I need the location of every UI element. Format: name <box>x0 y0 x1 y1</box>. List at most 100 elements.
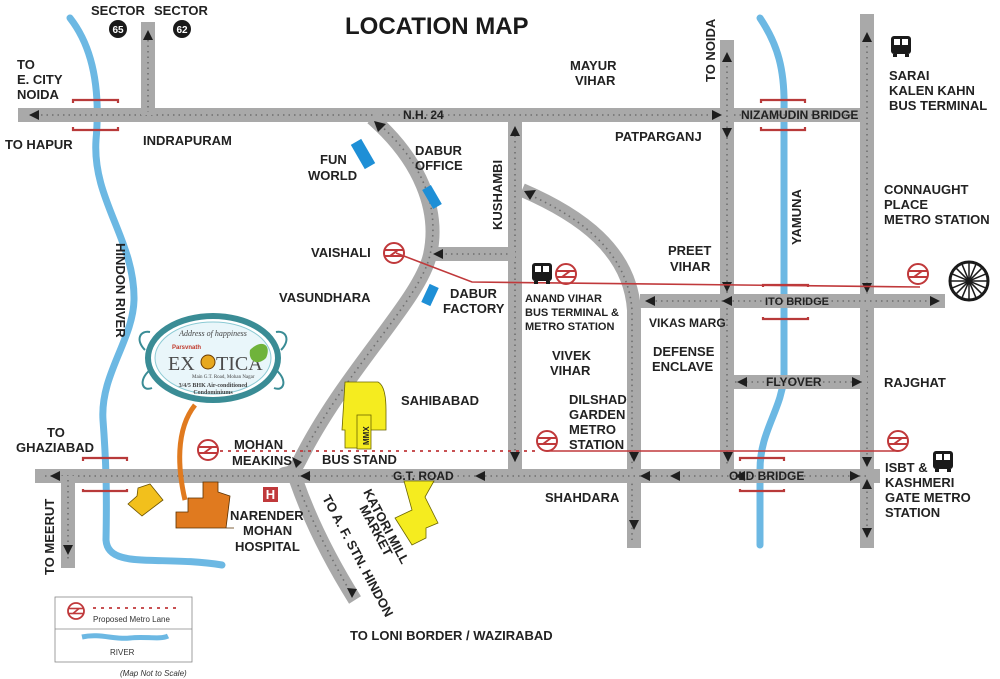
sector-badge-icon <box>109 20 127 38</box>
svg-text:MOHAN: MOHAN <box>243 523 292 538</box>
label-mohan-meakins: MOHAN MEAKINS <box>232 437 292 468</box>
svg-text:ENCLAVE: ENCLAVE <box>652 359 713 374</box>
svg-text:NOIDA: NOIDA <box>17 87 60 102</box>
svg-text:VIVEK: VIVEK <box>552 348 592 363</box>
yamuna-river <box>756 14 788 549</box>
label-mayur-vihar: MAYUR VIHAR <box>570 58 617 88</box>
label-ito-bridge: ITO BRIDGE <box>765 296 829 308</box>
sector-65-badge: SECTOR 65 <box>91 3 146 38</box>
arrow-up-icon <box>374 121 386 132</box>
arrow-down-icon <box>629 520 639 530</box>
label-rajghat: RAJGHAT <box>884 375 946 390</box>
page-title: LOCATION MAP <box>345 13 529 40</box>
svg-text:DEFENSE: DEFENSE <box>653 344 715 359</box>
svg-text:PLACE: PLACE <box>884 197 928 212</box>
svg-text:BUS TERMINAL: BUS TERMINAL <box>889 98 987 113</box>
bus-icon <box>532 263 552 284</box>
arrow-down-icon <box>723 452 733 462</box>
katori-mill-marker <box>394 480 439 546</box>
label-sahibabad: SAHIBABAD <box>401 393 479 408</box>
label-dabur-office: DABUR OFFICE <box>415 143 463 173</box>
arrow-down-icon <box>347 588 357 598</box>
dabur-factory-marker <box>421 283 439 307</box>
svg-text:METRO: METRO <box>569 422 616 437</box>
arrow-right-icon <box>712 110 722 120</box>
legend-metro-label: Proposed Metro Lane <box>93 615 170 624</box>
label-preet-vihar: PREET VIHAR <box>668 243 711 274</box>
svg-text:NARENDER: NARENDER <box>230 508 304 523</box>
svg-text:MAYUR: MAYUR <box>570 58 617 73</box>
svg-text:FUN: FUN <box>320 152 347 167</box>
arrow-left-icon <box>29 110 39 120</box>
svg-text:OFFICE: OFFICE <box>415 158 463 173</box>
dabur-office-marker <box>422 184 442 210</box>
metro-icon <box>383 242 405 264</box>
landmarks <box>127 138 442 546</box>
label-dilshad-garden: DILSHAD GARDEN METRO STATION <box>569 392 627 452</box>
bus-icon <box>891 36 911 57</box>
label-connaught-place: CONNAUGHT PLACE METRO STATION <box>884 182 990 227</box>
arrow-left-icon <box>670 471 680 481</box>
arrow-down-icon <box>63 545 73 555</box>
metro-icon <box>555 263 577 285</box>
label-isbt: ISBT & KASHMERI GATE METRO STATION <box>885 460 971 520</box>
label-anand-vihar: ANAND VIHAR BUS TERMINAL & METRO STATION <box>525 293 619 333</box>
project-pointer <box>177 403 198 501</box>
arrow-right-icon <box>930 296 940 306</box>
svg-text:FACTORY: FACTORY <box>443 301 505 316</box>
svg-text:TO: TO <box>17 57 35 72</box>
label-to-e-city-noida: TO E. CITY NOIDA <box>17 57 63 102</box>
arrow-right-icon <box>852 377 862 387</box>
svg-text:62: 62 <box>176 25 188 36</box>
fun-world-marker <box>350 138 376 170</box>
metro-icon <box>536 430 558 452</box>
project-developer: Parsvnath <box>172 345 201 351</box>
arrow-right-icon <box>850 471 860 481</box>
arrow-left-icon <box>737 377 747 387</box>
chakra-icon <box>948 260 990 302</box>
project-site-marker <box>175 481 234 529</box>
svg-text:MOHAN: MOHAN <box>234 437 283 452</box>
svg-text:65: 65 <box>112 25 124 36</box>
scale-note: (Map Not to Scale) <box>120 669 187 678</box>
label-to-meerut: TO MEERUT <box>42 499 57 575</box>
svg-text:SARAI: SARAI <box>889 68 929 83</box>
label-fun-world: FUN WORLD <box>308 152 357 183</box>
label-vasundhara: VASUNDHARA <box>279 290 371 305</box>
ghaziabad-block-marker <box>127 483 164 517</box>
svg-text:VIHAR: VIHAR <box>670 259 711 274</box>
project-emblem: Address of happiness Parsvnath EX TICA M… <box>138 313 288 403</box>
direction-arrows <box>29 30 940 598</box>
bus-icons <box>532 36 953 472</box>
svg-text:KALEN KAHN: KALEN KAHN <box>889 83 975 98</box>
leaf-icon <box>249 343 268 363</box>
label-sarai-kale-khan: SARAI KALEN KAHN BUS TERMINAL <box>889 68 987 113</box>
metro-icon <box>887 430 909 452</box>
arrow-left-icon <box>433 249 443 259</box>
metro-stations <box>197 242 929 461</box>
arrow-left-icon <box>524 190 536 200</box>
svg-text:BUS TERMINAL &: BUS TERMINAL & <box>525 307 619 319</box>
arrow-down-icon <box>510 452 520 462</box>
svg-text:SECTOR: SECTOR <box>91 3 146 18</box>
arrow-up-icon <box>862 32 872 42</box>
project-tagline: Address of happiness <box>178 329 247 338</box>
label-hindon-river: HINDON RIVER <box>113 243 128 338</box>
svg-text:SECTOR: SECTOR <box>154 3 209 18</box>
arrow-right-icon <box>292 457 302 468</box>
label-vikas-marg: VIKAS MARG <box>649 316 726 330</box>
svg-text:KASHMERI: KASHMERI <box>885 475 954 490</box>
svg-text:STATION: STATION <box>569 437 624 452</box>
metro-lines <box>220 252 921 452</box>
label-to-hapur: TO HAPUR <box>5 137 73 152</box>
metro-icon <box>197 439 219 461</box>
mmx-marker <box>356 414 372 450</box>
svg-text:GARDEN: GARDEN <box>569 407 625 422</box>
metro-icon <box>907 263 929 285</box>
label-defense-enclave: DEFENSE ENCLAVE <box>652 344 715 374</box>
svg-text:GATE METRO: GATE METRO <box>885 490 971 505</box>
svg-text:MEAKINS: MEAKINS <box>232 453 292 468</box>
arrow-left-icon <box>640 471 650 481</box>
project-name-left: EX <box>168 353 195 375</box>
